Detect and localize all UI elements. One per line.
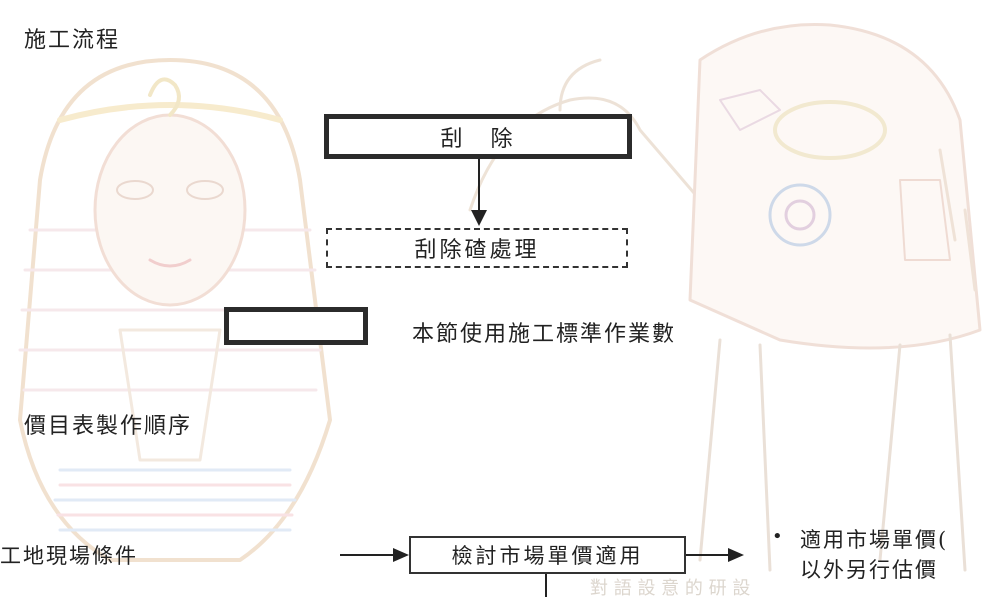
flow-arrow-head <box>471 210 487 226</box>
flow-step-scrape-label: 刮 除 <box>440 126 516 152</box>
price-section-title: 價目表製作順序 <box>24 414 193 439</box>
right-arrow-head <box>728 548 744 562</box>
market-price-review-box: 檢討市場單價適用 <box>409 536 686 574</box>
flow-step-debris-box: 刮除碴處理 <box>326 228 628 268</box>
legend-sample-box <box>224 307 368 345</box>
bullet-marker: • <box>772 526 785 547</box>
left-arrow-head <box>393 548 409 562</box>
market-price-applicable-text: 適用市場單價( <box>800 528 949 552</box>
legend-text: 本節使用施工標準作業數 <box>412 322 677 347</box>
site-conditions-label: 工地現場條件 <box>0 544 138 568</box>
separate-estimate-text: 以外另行估價 <box>800 558 938 582</box>
flow-step-scrape-box: 刮 除 <box>324 114 632 159</box>
flow-step-debris-label: 刮除碴處理 <box>414 238 540 263</box>
market-price-review-label: 檢討市場單價適用 <box>451 544 644 568</box>
section-title: 施工流程 <box>24 28 121 53</box>
